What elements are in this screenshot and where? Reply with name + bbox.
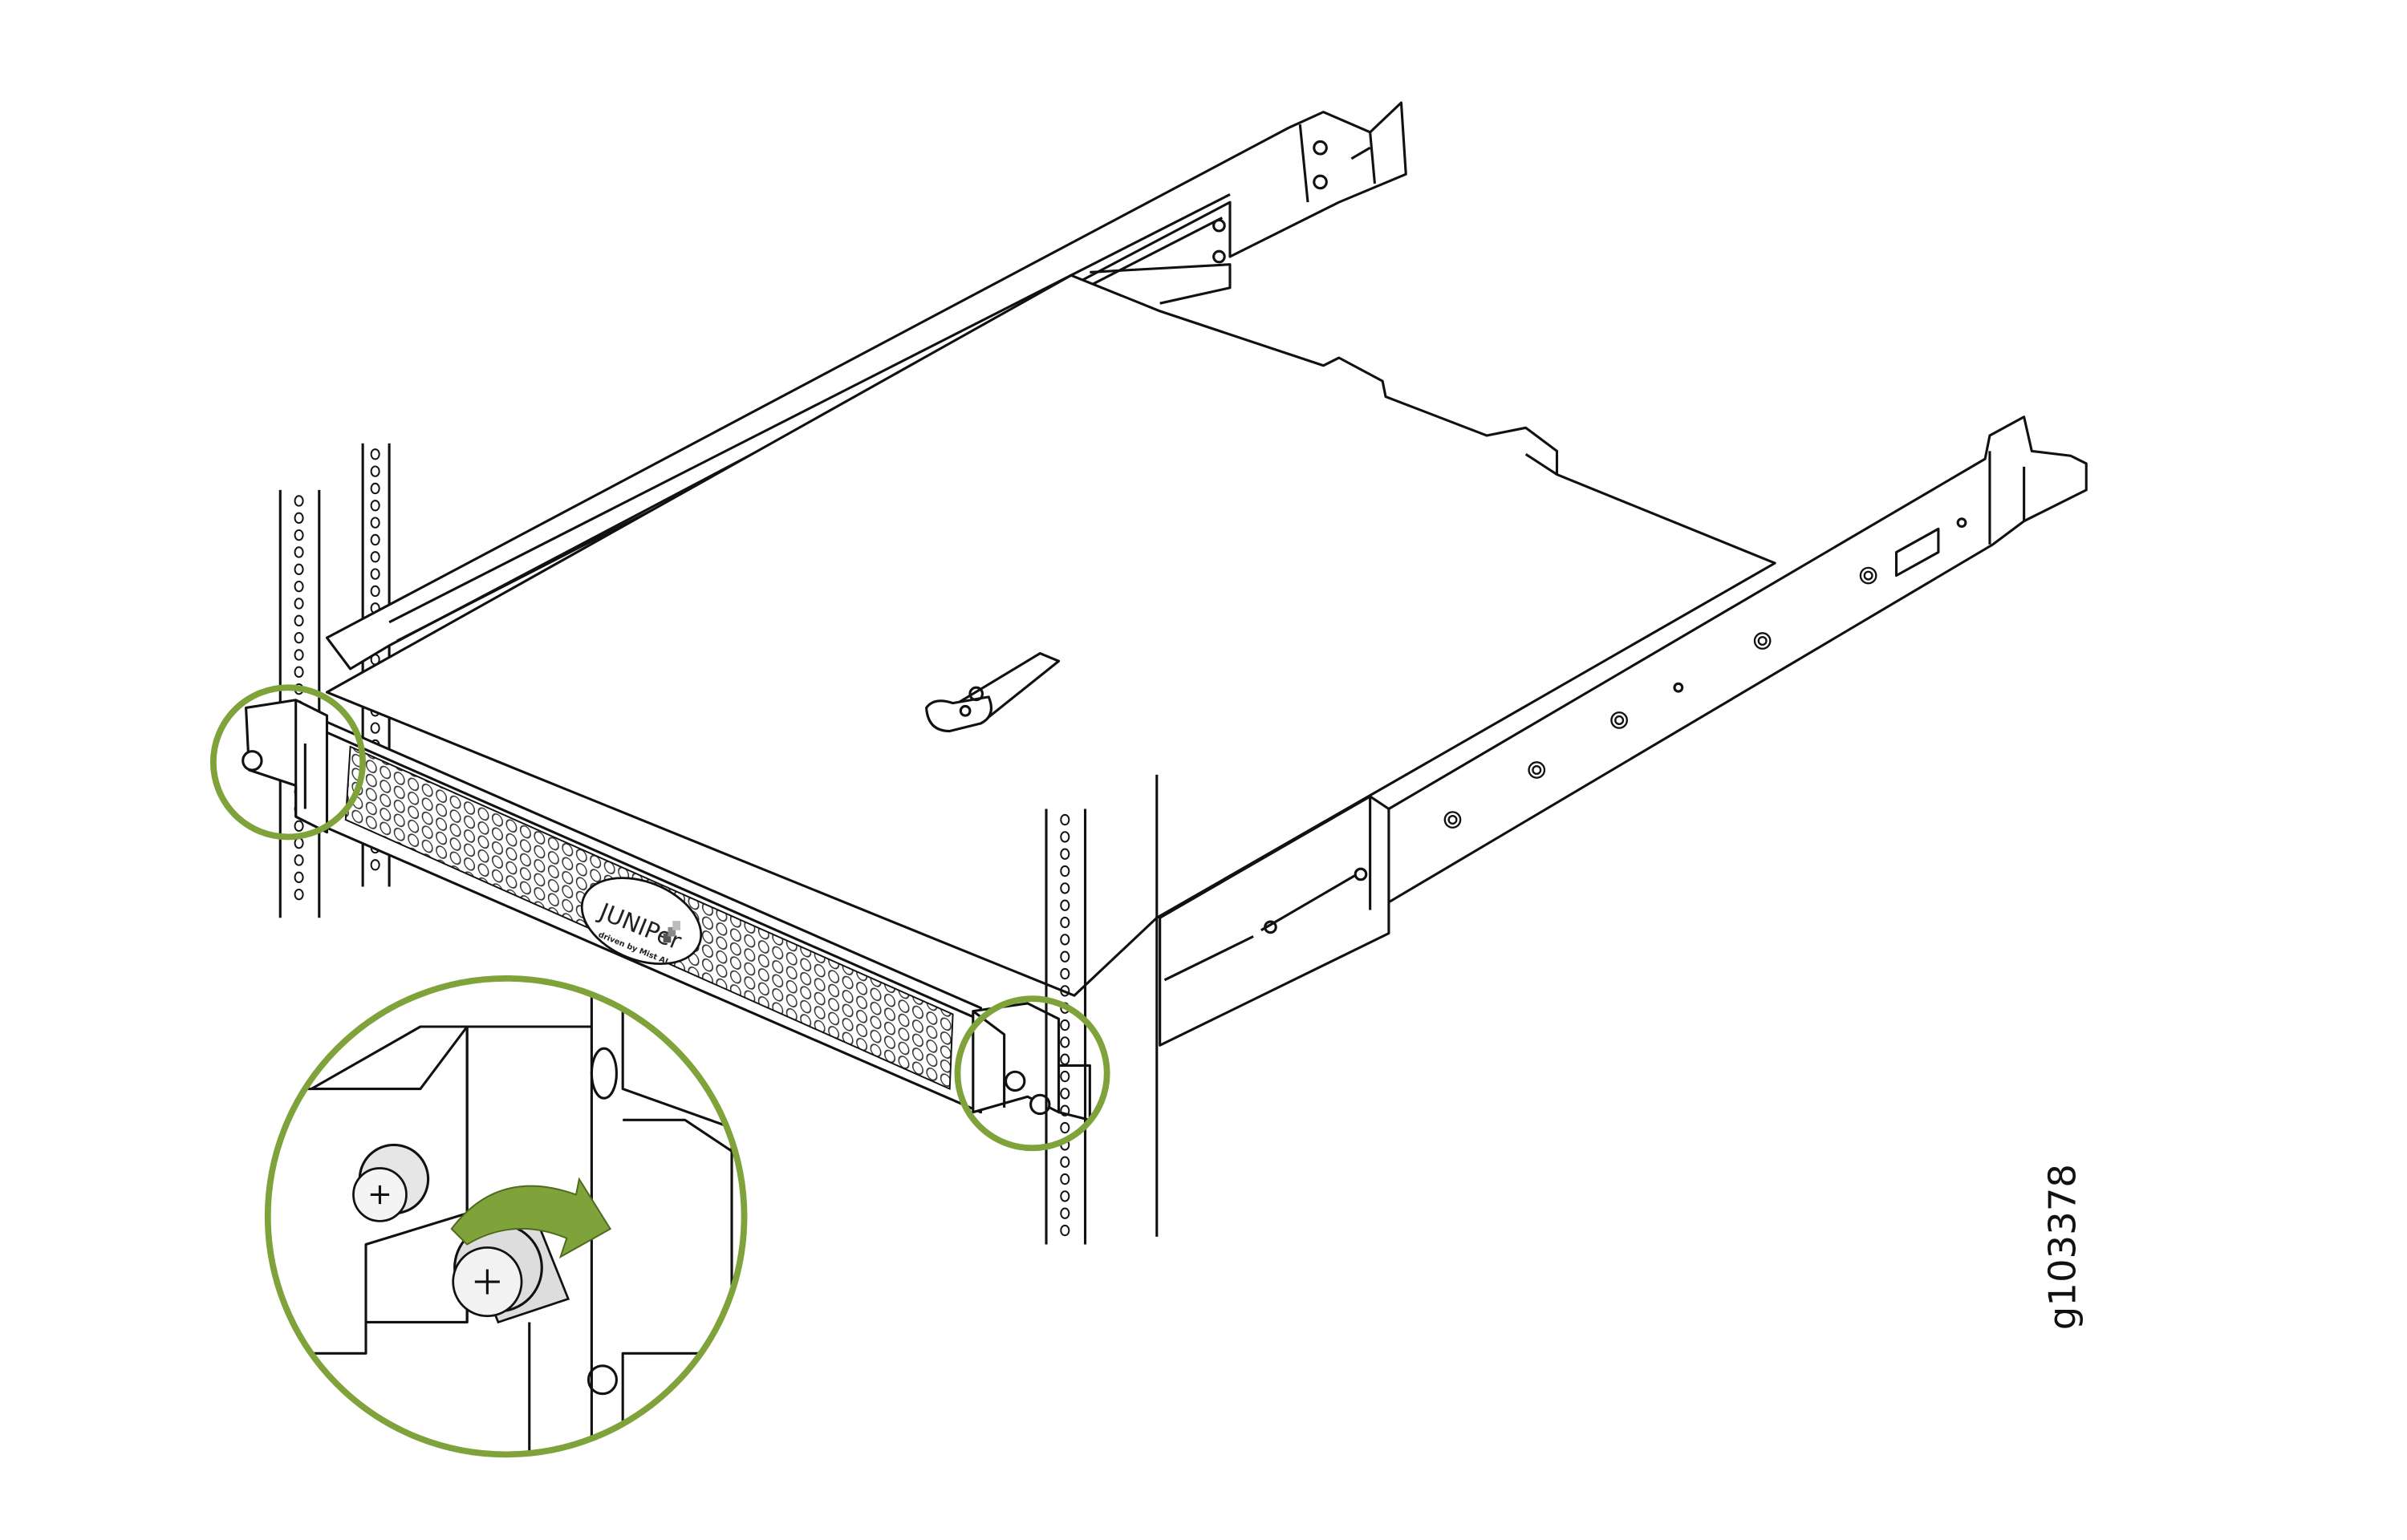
rack-hole (294, 837, 304, 849)
rail-hole (1447, 815, 1458, 825)
rack-hole (370, 859, 380, 871)
rack-hole (1060, 899, 1070, 911)
screw-detail-inset (264, 975, 748, 1458)
rack-hole (294, 546, 304, 558)
device-chassis (325, 274, 1776, 997)
rail-hole (1863, 570, 1873, 581)
rack-hole (370, 465, 380, 477)
rail-hole (1528, 761, 1546, 779)
rack-hole (1060, 831, 1070, 843)
rack-hole (294, 666, 304, 678)
rack-hole (294, 598, 304, 610)
rack-hole (370, 722, 380, 734)
rack-hole (1060, 1070, 1070, 1083)
rack-hole (294, 580, 304, 593)
rack-hole (1060, 813, 1070, 826)
rail-hole (1859, 566, 1877, 585)
rack-hole (294, 888, 304, 901)
top-cover-latch (925, 651, 1061, 733)
juniper-logo: JUNIPer driven by Mist AI (580, 877, 703, 967)
rack-hole (1060, 1173, 1070, 1185)
rack-hole (1060, 1104, 1070, 1116)
rack-hole (370, 482, 380, 495)
rail-hole (1757, 636, 1768, 646)
rack-hole (294, 614, 304, 626)
callout-left-screw (209, 684, 367, 841)
rack-hole (1060, 1156, 1070, 1168)
rack-post-right-front (1045, 808, 1087, 1245)
rack-hole (1060, 1036, 1070, 1048)
rail-hole (1610, 711, 1628, 729)
rack-hole (1060, 916, 1070, 929)
rack-hole (294, 871, 304, 883)
rack-hole (294, 820, 304, 832)
rack-hole (370, 517, 380, 529)
rotate-clockwise-arrow-icon (450, 1177, 612, 1259)
rack-hole (1060, 1207, 1070, 1219)
rack-hole (294, 631, 304, 644)
rack-hole (294, 563, 304, 575)
right-thumbscrew (1029, 1093, 1051, 1116)
rail-hole (1614, 715, 1625, 725)
rack-hole (1060, 882, 1070, 894)
phillips-screw-icon (352, 1143, 430, 1222)
rack-hole (1060, 865, 1070, 877)
rack-hole (370, 533, 380, 546)
rack-hole (1060, 1019, 1070, 1031)
rack-hole (370, 585, 380, 598)
left-mounting-ear (242, 699, 329, 834)
figure-id: g103378 (2041, 1164, 2084, 1330)
rack-hole (1060, 848, 1070, 860)
rack-hole (1060, 967, 1070, 980)
rack-hole (294, 529, 304, 541)
callout-inset-border (264, 975, 748, 1458)
right-mounting-ear (972, 1002, 1091, 1121)
tightened-thumbscrew (452, 1219, 570, 1324)
rack-hole (1060, 1224, 1070, 1237)
rack-hole (1060, 1053, 1070, 1065)
rack-hole (294, 649, 304, 661)
rack-hole (370, 500, 380, 512)
rack-hole (1060, 1121, 1070, 1134)
rack-hole (1060, 1190, 1070, 1202)
rail-hole (1753, 632, 1772, 650)
rack-hole (1060, 950, 1070, 962)
rack-hole (1060, 1088, 1070, 1100)
rack-hole (294, 512, 304, 524)
right-slide-rail (1159, 415, 2088, 1047)
rack-hole (370, 448, 380, 460)
rail-hole (1443, 811, 1462, 829)
rack-hole (370, 568, 380, 580)
rack-hole (370, 551, 380, 563)
rack-hole (294, 495, 304, 507)
rack-hole (294, 854, 304, 866)
callout-right-screw (954, 995, 1110, 1152)
rail-hole (1532, 764, 1542, 776)
rack-hole (1060, 934, 1070, 946)
left-thumbscrew (242, 750, 263, 772)
rack-hole (1060, 985, 1070, 997)
